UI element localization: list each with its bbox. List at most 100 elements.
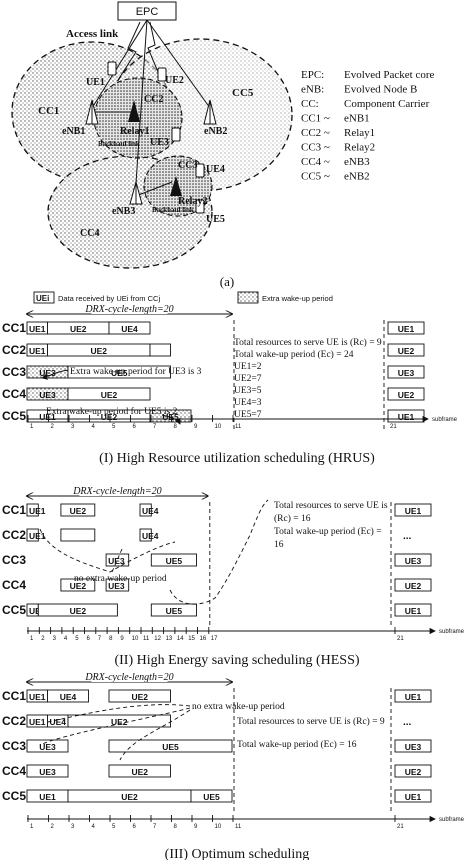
legend-value: eNB3 <box>344 156 370 168</box>
cc-label: CC5 <box>2 603 26 617</box>
relay-icon-1 <box>128 100 140 122</box>
annotation-curve <box>39 528 176 573</box>
stat-line: Total resources to serve UE is <box>274 501 388 511</box>
ue-bar <box>26 503 39 517</box>
ue-bar-label: UE3 <box>108 556 125 566</box>
panel-caption: (III) Optimum scheduling <box>165 847 310 860</box>
ue-bar <box>60 503 96 517</box>
tick-label: 6 <box>133 424 137 430</box>
tick-label: 12 <box>154 636 161 642</box>
next-cycle-bar <box>387 321 425 335</box>
ue-bar-label: UE2 <box>121 792 138 802</box>
next-cycle-bar <box>394 503 432 517</box>
next-cycle-bar <box>387 343 425 357</box>
ue-bar <box>108 739 233 753</box>
next-cycle-bar-label: UE2 <box>405 767 422 777</box>
cycle-label-bg <box>79 485 156 496</box>
stat-line: Total resources to serve UE is (Rc) = 9 <box>234 337 382 348</box>
tick-label: 16 <box>200 636 207 642</box>
annotation-arrow <box>161 414 181 425</box>
tower-icon-enb1 <box>85 99 99 125</box>
access-link-label: Access link <box>66 28 119 40</box>
ue-bar-label: UE2 <box>70 606 87 616</box>
legend-key: CC1 ~ <box>301 113 330 125</box>
legend-value: eNB1 <box>344 113 370 125</box>
cycle-length-label: DRX-cycle-length=20 <box>72 486 161 497</box>
stat-line: (Rc) = 16 <box>274 513 311 524</box>
cc-label: CC2 <box>2 343 26 357</box>
tick-label: 11 <box>235 824 242 830</box>
tick-label: 4 <box>64 636 68 642</box>
tick-label: 7 <box>153 424 157 430</box>
annotation-curve <box>39 707 191 746</box>
tick-label: 9 <box>194 424 198 430</box>
ue-bar <box>139 503 152 517</box>
annotation-no-extra-opt: no extra wake-up period <box>192 702 285 712</box>
next-cycle-ellipsis: ... <box>403 531 412 542</box>
ue-bar <box>60 528 96 542</box>
ue-bar-label: UE1 <box>29 692 46 702</box>
tick-label: 2 <box>51 424 55 430</box>
tower-icon-enb2 <box>203 99 217 125</box>
ue-bar-label: UE5 <box>162 742 179 752</box>
legend-ue-box-text: Data received by UEi from CCj <box>58 294 160 303</box>
next-cycle-bar-label: UE2 <box>398 346 415 356</box>
legend-value: Relay2 <box>344 142 375 154</box>
cycle-label-bg <box>91 671 168 682</box>
relay-icon-2 <box>170 176 182 196</box>
ue-bar-label: UE1 <box>29 506 46 516</box>
tick-label: 5 <box>112 424 116 430</box>
next-cycle-bar-label: UE3 <box>405 556 422 566</box>
legend-key: EPC: <box>301 69 324 81</box>
ue-bar-label: UE2 <box>111 717 128 727</box>
cc-label: CC5 <box>2 409 26 423</box>
next-cycle-ellipsis: ... <box>403 717 412 728</box>
stat-line: UE2=7 <box>234 374 262 384</box>
ue-bar-label: UE4 <box>142 531 159 541</box>
backhaul-links <box>92 111 173 197</box>
tick-label: 15 <box>188 636 195 642</box>
cc-label: CC3 <box>2 739 26 753</box>
ue-bar <box>108 689 171 703</box>
tick-label: 6 <box>87 636 91 642</box>
annotation-arrow <box>41 369 69 380</box>
ue-bar <box>67 387 151 401</box>
cc-label: CC4 <box>2 578 26 592</box>
ue-bar-label: UE3 <box>39 742 56 752</box>
tick-label: 8 <box>109 636 113 642</box>
label-enb3: eNB3 <box>112 206 135 217</box>
subframe-label: subframe <box>439 817 465 823</box>
cc-label: CC4 <box>2 387 26 401</box>
ue-bar-label: UE5 <box>166 606 183 616</box>
tick-label: 11 <box>235 424 242 430</box>
next-cycle-bar <box>387 365 425 379</box>
label-cc5: CC5 <box>232 87 254 99</box>
ue-bar-label: UE3 <box>39 767 56 777</box>
tick-label: 3 <box>53 636 57 642</box>
next-cycle-bar-label: UE3 <box>398 368 415 378</box>
ue-bar <box>37 603 118 617</box>
cc-label: CC2 <box>2 714 26 728</box>
legend-value: eNB2 <box>344 171 370 183</box>
cc-label: CC3 <box>2 365 26 379</box>
annotation-ue3-extra: Extra wake-up period for UE3 is 3 <box>70 366 202 377</box>
ue-bar <box>26 739 69 753</box>
tick-label: 13 <box>166 636 173 642</box>
tick-label: 3 <box>71 424 75 430</box>
ue-bar-label: UE2 <box>90 346 107 356</box>
label-ue4: UE4 <box>206 164 225 175</box>
next-cycle-bar-label: UE1 <box>398 324 415 334</box>
ue-bar-label: UE5 <box>166 556 183 566</box>
tick-label: 10 <box>215 424 222 430</box>
ue-bar <box>67 365 171 379</box>
ue-bar <box>26 528 39 542</box>
cycle-length-label: DRX-cycle-length=20 <box>84 304 173 315</box>
legend-key: CC4 ~ <box>301 156 330 168</box>
